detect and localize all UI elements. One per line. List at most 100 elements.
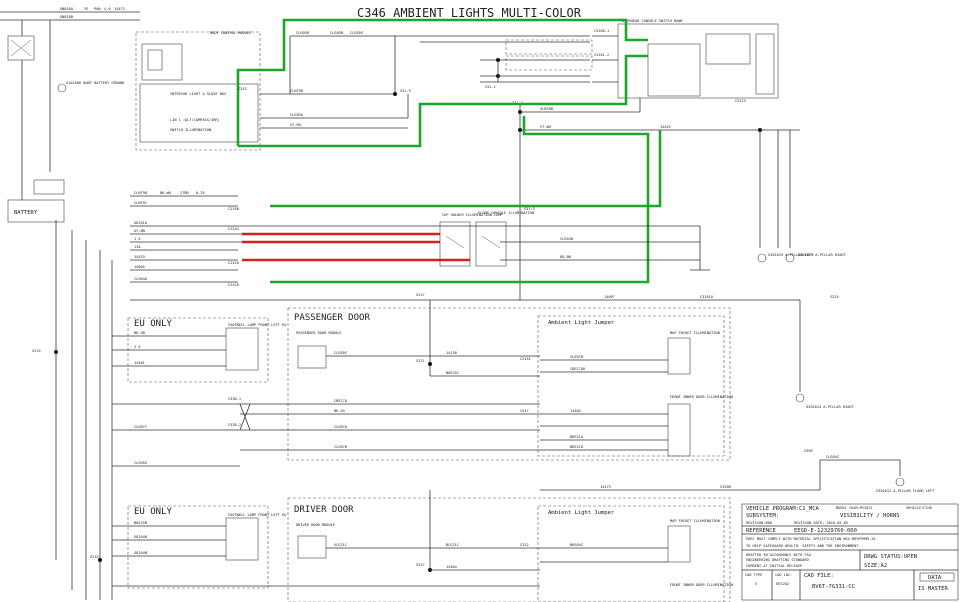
svg-text:S31-3: S31-3	[524, 207, 535, 211]
svg-text:G301012 A-PILLAR FLOOR LEFT: G301012 A-PILLAR FLOOR LEFT	[876, 489, 935, 493]
svg-text:C253: C253	[238, 87, 247, 91]
svg-text:MODEL YEAR:MY2011: MODEL YEAR:MY2011	[836, 506, 873, 510]
svg-text:S227: S227	[416, 563, 425, 567]
svg-text:CLE04B: CLE04B	[560, 237, 573, 241]
svg-text:PASSENGER DOOR MODULE: PASSENGER DOOR MODULE	[296, 331, 341, 335]
svg-text:5: 5	[755, 582, 757, 586]
svg-text:BV6T-7G331-CC: BV6T-7G331-CC	[812, 584, 855, 590]
svg-text:G301022 A-PILLAR RIGHT: G301022 A-PILLAR RIGHT	[798, 253, 846, 257]
svg-text:REFERENCE: REFERENCE	[746, 528, 776, 534]
svg-text:C2113: C2113	[735, 99, 746, 103]
svg-text:S31-9: S31-9	[400, 89, 411, 93]
svg-text:14007: 14007	[604, 295, 615, 299]
svg-text:PAN: PAN	[94, 7, 101, 11]
svg-text:TO HELP SAFEGUARD HEALTH, SAFE: TO HELP SAFEGUARD HEALTH, SAFETY AND THE…	[746, 544, 861, 548]
svg-text:14605: 14605	[134, 265, 145, 269]
svg-text:FRONT INNER DOOR ILLUMINATION: FRONT INNER DOOR ILLUMINATION	[670, 395, 733, 399]
svg-text:CLN79D: CLN79D	[290, 89, 303, 93]
svg-text:CLE04C: CLE04C	[826, 455, 839, 459]
title-block: VEHICLE PROGRAM:C1_MCA MODEL YEAR:MY2011…	[741, 503, 959, 601]
svg-text:VLE07B: VLE07B	[570, 355, 583, 359]
passenger-door-section: PASSENGER DOOR PASSENGER DOOR MODULE Amb…	[240, 300, 733, 461]
svg-text:FOOTWELL LAMP FRONT LEFT EU: FOOTWELL LAMP FRONT LEFT EU	[228, 513, 286, 517]
svg-text:FLOOR CONSOLE ILLUMINATION: FLOOR CONSOLE ILLUMINATION	[478, 211, 534, 215]
svg-text:14533: 14533	[134, 255, 145, 259]
svg-text:14484: 14484	[570, 409, 581, 413]
driver-door-section: DRIVER DOOR DRIVER DOOR MODULE Ambient L…	[112, 485, 733, 602]
svg-text:BK-GN: BK-GN	[134, 331, 145, 335]
svg-text:MAP POCKET ILLUMINATION: MAP POCKET ILLUMINATION	[670, 331, 720, 335]
highlight-wire-green-1	[236, 18, 648, 146]
svg-text:C312: C312	[520, 543, 529, 547]
svg-text:C3161A: C3161A	[700, 295, 714, 299]
svg-text:0.35: 0.35	[196, 191, 205, 195]
svg-text:C3161-2: C3161-2	[594, 53, 609, 57]
svg-text:CBE17AR: CBE17AR	[570, 367, 586, 371]
svg-text:G301014 A-PILLAR RIGHT: G301014 A-PILLAR RIGHT	[806, 405, 854, 409]
svg-text:REVISION:006: REVISION:006	[746, 521, 772, 525]
svg-text:CLE07A: CLE07A	[334, 425, 348, 429]
svg-text:S309: S309	[804, 449, 813, 453]
svg-text:YE: YE	[84, 7, 88, 11]
svg-text:CLE07C: CLE07C	[134, 425, 147, 429]
svg-text:S217: S217	[416, 293, 425, 297]
svg-text:C2158: C2158	[228, 207, 239, 211]
svg-text:GY-RD: GY-RD	[290, 123, 301, 127]
svg-text:Ambient Light Jumper: Ambient Light Jumper	[548, 320, 615, 326]
svg-text:GD104M: GD104M	[134, 551, 148, 555]
svg-text:REVISION DATE: 2010-05-05: REVISION DATE: 2010-05-05	[794, 521, 848, 525]
connector-labels: C253 C3160-1 C3161-2 C2158 C2244 C2410 C…	[228, 29, 813, 567]
svg-text:SWITCH ILLUMINATION: SWITCH ILLUMINATION	[170, 128, 211, 132]
svg-text:CLE05A: CLE05A	[290, 113, 304, 117]
svg-text:BKE21A: BKE21A	[570, 435, 584, 439]
svg-text:CLE05B: CLE05B	[330, 31, 343, 35]
svg-text:BUE25B: BUE25B	[134, 521, 147, 525]
svg-text:C2451: C2451	[520, 357, 531, 361]
svg-text:EU ONLY: EU ONLY	[134, 507, 173, 517]
svg-text:CLN79C: CLN79C	[134, 201, 147, 205]
svg-text:S214: S214	[32, 349, 41, 353]
svg-text:OVERHEAD CONSOLE SWITCH BANK: OVERHEAD CONSOLE SWITCH BANK	[622, 19, 683, 23]
svg-text:14401: 14401	[134, 361, 145, 365]
power-supply-area: GN818A YE PAN 4.0 14473 GN818B G101006 B…	[0, 7, 140, 223]
svg-text:GY-BN: GY-BN	[134, 229, 145, 233]
svg-text:S225: S225	[830, 295, 839, 299]
highlight-wire-green-2	[238, 54, 648, 148]
svg-text:SUBSYSTEM:: SUBSYSTEM:	[746, 513, 779, 519]
svg-text:CAD LOC.: CAD LOC.	[775, 573, 792, 577]
svg-text:BODY CONTROL MODULE: BODY CONTROL MODULE	[210, 31, 251, 35]
svg-text:CURRENT AT INITIAL RELEASE: CURRENT AT INITIAL RELEASE	[746, 564, 802, 568]
svg-text:BUE04C: BUE04C	[570, 543, 583, 547]
highlight-wire-green-3	[270, 116, 650, 284]
svg-text:13A: 13A	[134, 245, 141, 249]
svg-text:CLN79B: CLN79B	[134, 191, 147, 195]
svg-text:EU ONLY: EU ONLY	[134, 319, 173, 329]
svg-text:2.5: 2.5	[134, 345, 141, 349]
svg-text:ENGINEERING DRAFTING STANDARD: ENGINEERING DRAFTING STANDARD	[746, 558, 809, 562]
svg-text:S31-1: S31-1	[485, 85, 496, 89]
svg-text:GD104B: GD104B	[134, 535, 147, 539]
svg-text:IS MASTER: IS MASTER	[918, 586, 948, 592]
svg-text:14473: 14473	[600, 485, 611, 489]
console-lamps: CUP HOLDER ILLUMINATION LAMP FLOOR CONSO…	[439, 211, 534, 267]
svg-text:Ambient Light Jumper: Ambient Light Jumper	[548, 510, 615, 516]
svg-text:14138: 14138	[446, 351, 457, 355]
svg-text:PART MUST COMPLY WITH MATERIAL: PART MUST COMPLY WITH MATERIAL SPECIFICA…	[746, 537, 876, 541]
svg-text:C2410: C2410	[228, 261, 239, 265]
svg-text:VEHICLE PROGRAM:C1_MCA: VEHICLE PROGRAM:C1_MCA	[746, 506, 820, 512]
highlight-wire-green-4	[270, 130, 662, 208]
passenger-crossing: CLE07C CLE05G	[112, 403, 251, 467]
svg-text:VEHICLE:C346: VEHICLE:C346	[906, 506, 932, 510]
svg-text:G301019 A-PILLAR LEFT: G301019 A-PILLAR LEFT	[768, 253, 814, 257]
svg-text:DRIVER DOOR: DRIVER DOOR	[294, 505, 354, 515]
ground-label-1: G101006 BODY BATTERY GROUND	[66, 81, 124, 85]
svg-text:S216: S216	[90, 555, 99, 559]
svg-text:C538-2: C538-2	[228, 423, 241, 427]
bcm-wiring: CLE05D CLE05B CLE05E CLN79D CLE05A GY-RD…	[260, 31, 640, 300]
battery-label: BATTERY	[14, 210, 38, 216]
svg-text:2TBD: 2TBD	[180, 191, 189, 195]
svg-text:CLE04A: CLE04A	[134, 277, 148, 281]
svg-text:15AVS: 15AVS	[660, 125, 671, 129]
svg-text:CLE05G: CLE05G	[134, 461, 147, 465]
